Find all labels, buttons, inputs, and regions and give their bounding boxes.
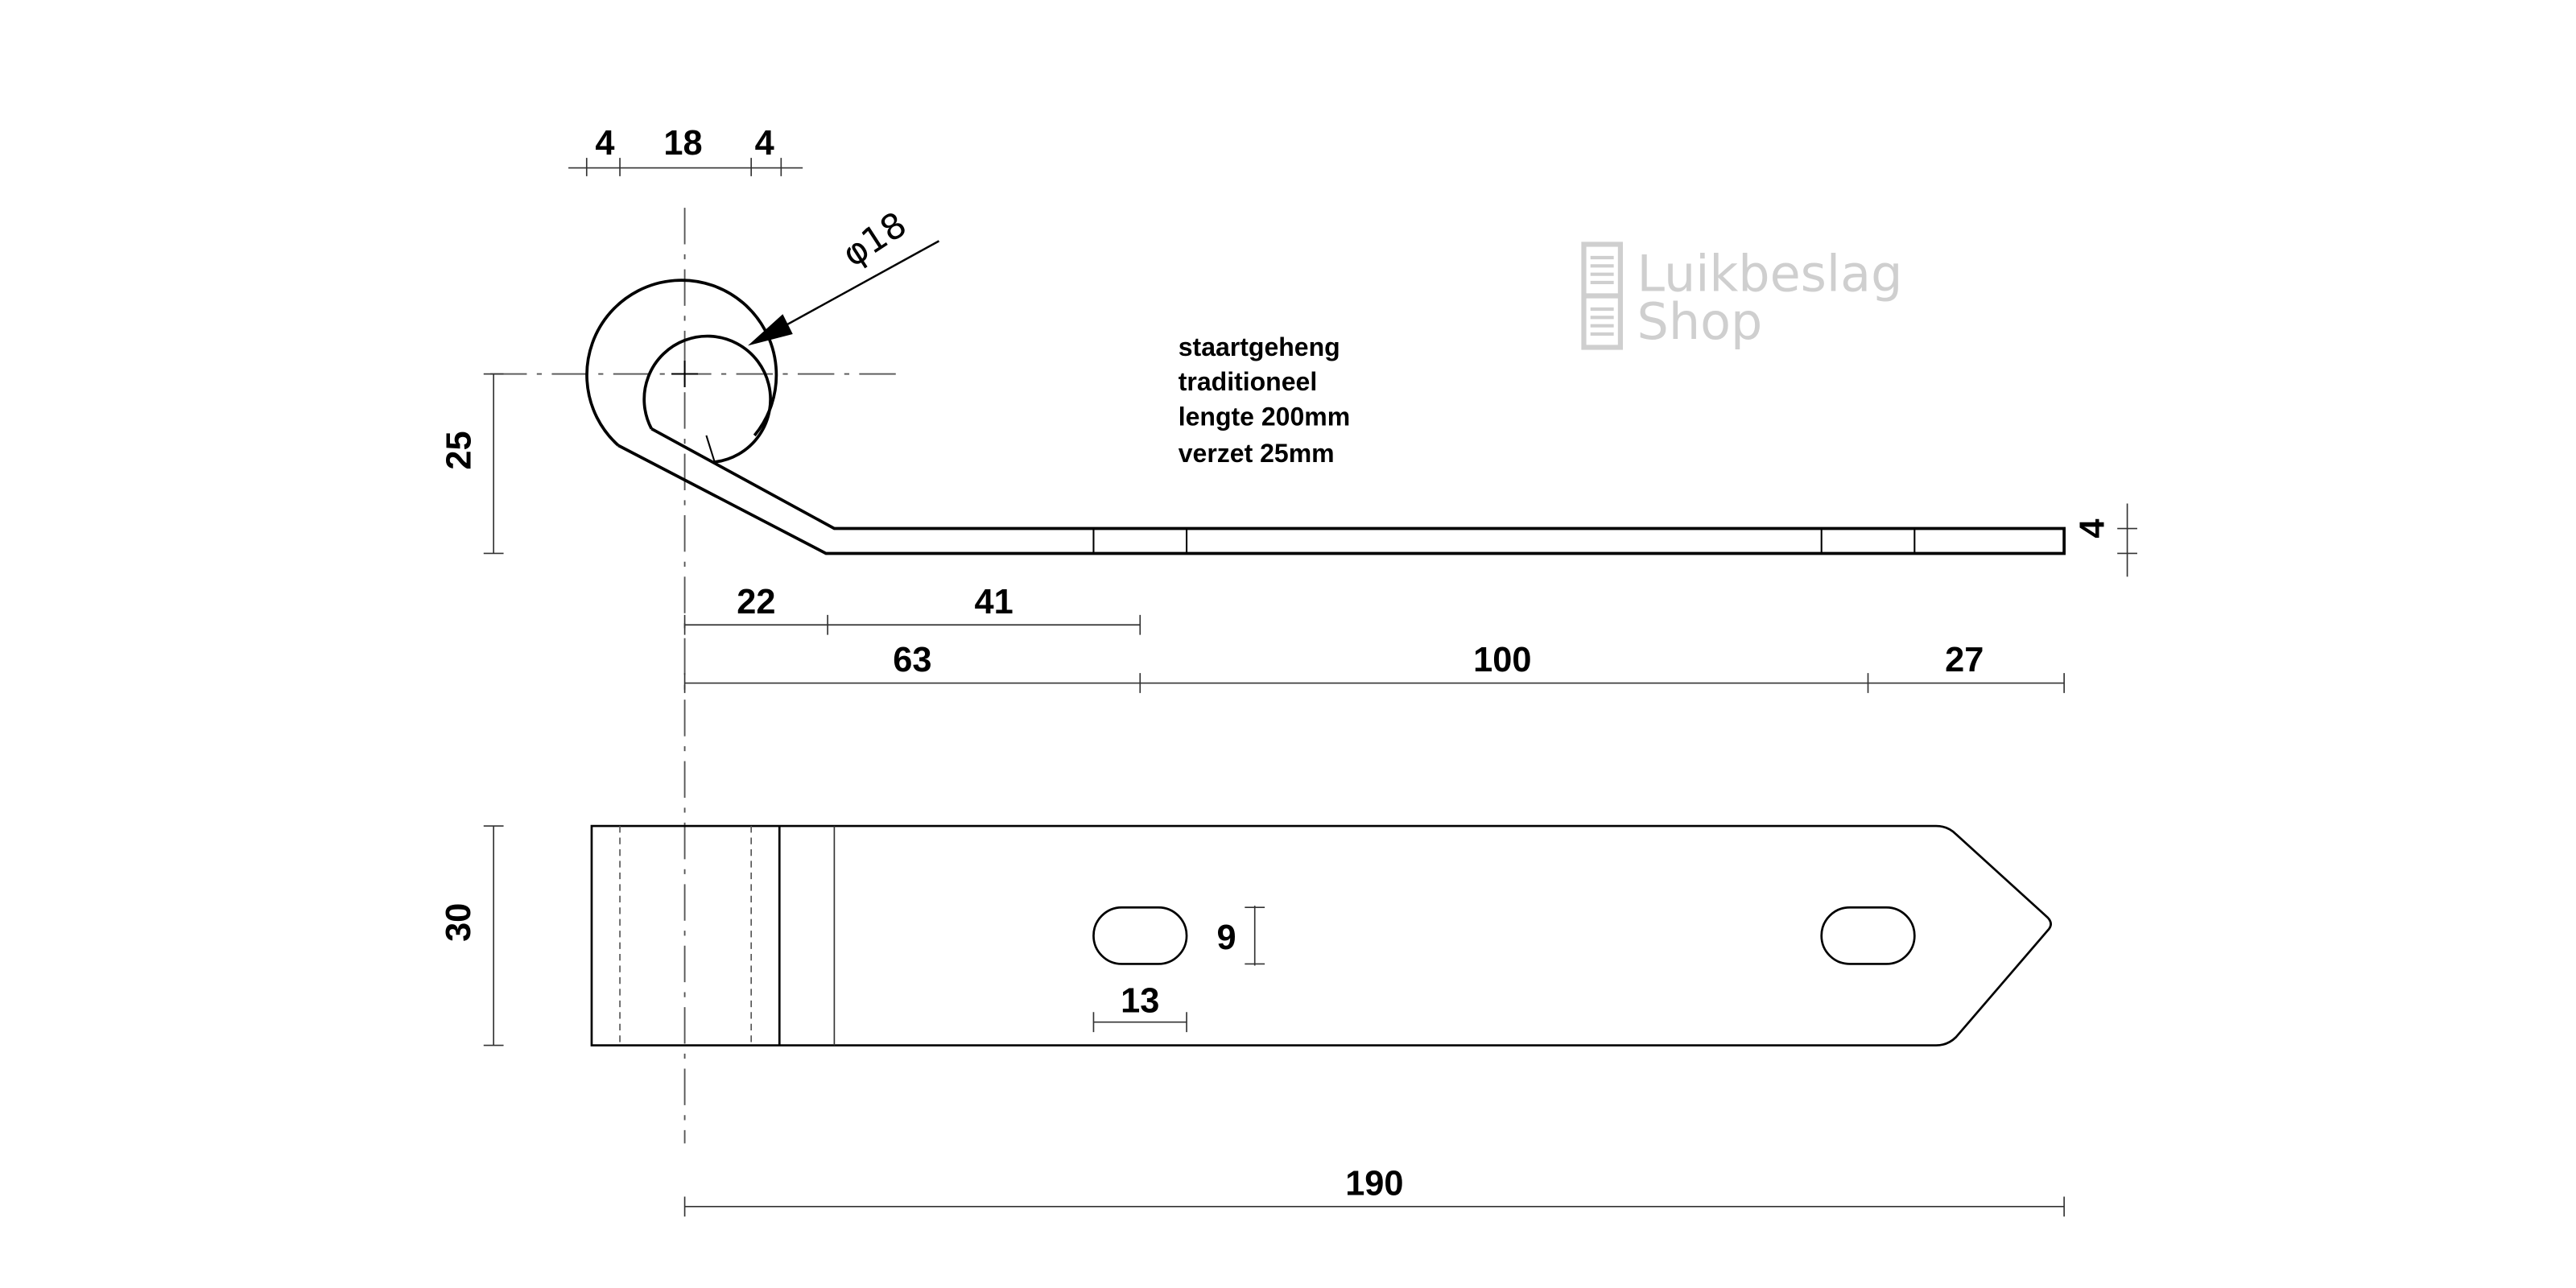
dim-eye-width: 4 18 4: [568, 124, 803, 176]
side-view: [585, 279, 2066, 555]
eye-outer: [585, 279, 778, 447]
note-line: staartgeheng: [1179, 332, 1340, 361]
arm-outer: [617, 427, 2066, 555]
dim-label: 190: [1345, 1164, 1403, 1203]
logo: Luikbeslag Shop: [1581, 242, 1903, 351]
dim-row-2: 63 100 27: [683, 641, 2065, 693]
dim-total-length: 190: [683, 1164, 2065, 1217]
note-line: traditioneel: [1179, 367, 1317, 396]
dim-label: 30: [440, 903, 478, 942]
dim-label: 27: [1945, 641, 1984, 679]
dim-label: 100: [1473, 641, 1531, 679]
dim-label: 4: [755, 124, 774, 163]
center-cross: [671, 361, 699, 388]
dim-label: 18: [663, 124, 702, 163]
dim-label: 4: [595, 124, 614, 163]
shutter-icon: [1581, 242, 1623, 350]
dim-label: 13: [1121, 981, 1159, 1020]
dim-label: 63: [893, 641, 931, 679]
dim-label: φ18: [836, 204, 914, 275]
logo-line2: Shop: [1637, 293, 1763, 351]
dim-row-1: 22 41: [683, 583, 1141, 635]
dim-slot-length: 13: [1092, 981, 1187, 1033]
dim-label: 41: [974, 583, 1013, 621]
eye-inner: [642, 334, 772, 464]
dim-offset: 25: [440, 373, 504, 555]
top-view: [590, 824, 2052, 1046]
notes: staartgeheng traditioneel lengte 200mm v…: [1179, 332, 1350, 468]
slot-hole: [1092, 906, 1188, 965]
dim-thickness: 4: [2074, 503, 2137, 577]
dim-label: 9: [1217, 919, 1236, 957]
note-line: lengte 200mm: [1179, 402, 1350, 431]
dim-slot-height: 9: [1217, 906, 1265, 966]
logo-line1: Luikbeslag: [1637, 245, 1903, 303]
slot-hole: [1820, 906, 1916, 965]
dim-label: 25: [440, 431, 478, 469]
dim-diameter: φ18: [748, 204, 940, 346]
dim-label: 4: [2074, 518, 2112, 538]
dim-label: 22: [737, 583, 775, 621]
dim-width: 30: [440, 825, 504, 1046]
note-line: verzet 25mm: [1179, 439, 1335, 468]
